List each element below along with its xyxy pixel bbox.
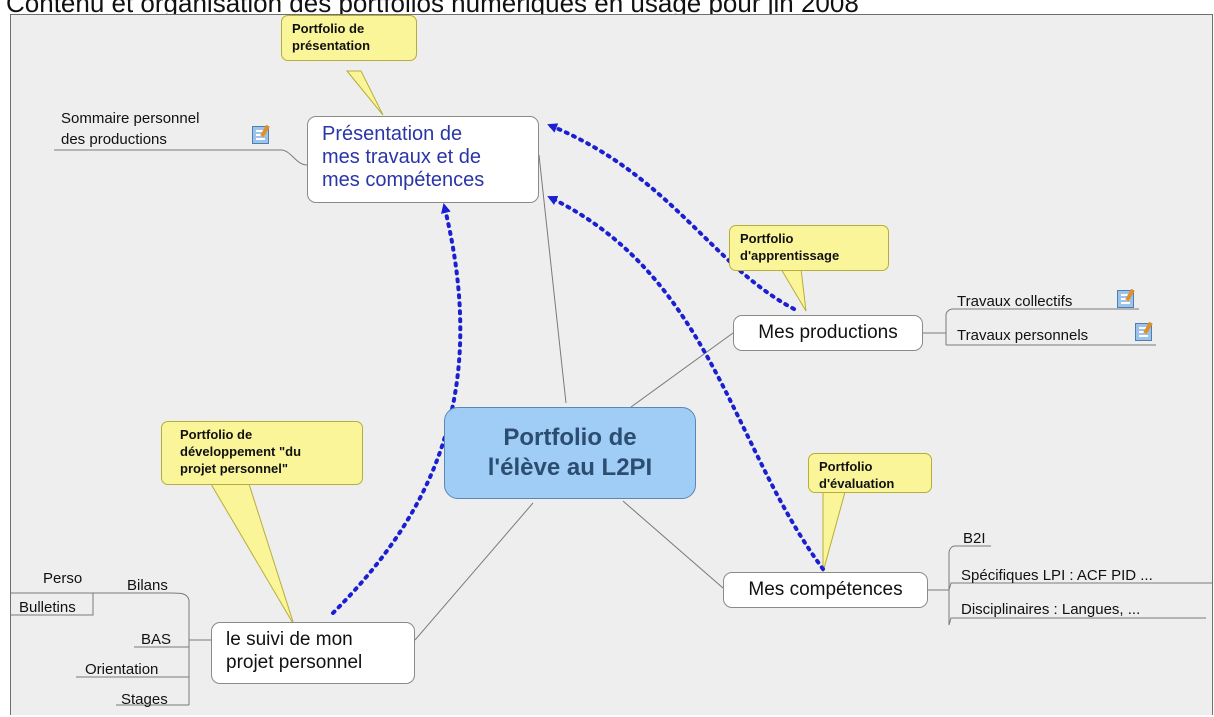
callout-portfolio-apprentissage: Portfolio d'apprentissage [729,225,889,271]
productions-label: Mes productions [758,322,898,343]
leaf-label: B2I [963,530,986,547]
bilans-leaf[interactable]: Bilans [127,577,168,594]
leaf-label: Disciplinaires : Langues, ... [961,601,1141,618]
dotted-arrow-suivi-to-presentation [331,203,463,615]
callout-portfolio-developpement: Portfolio de développement "du projet pe… [161,421,363,485]
competences-node[interactable]: Mes compétences [723,572,928,608]
connector-competences-children [928,545,1212,626]
connector-central-suivi [414,502,534,641]
leaf-label: Bulletins [19,599,76,616]
central-line: Portfolio de [503,424,637,451]
dotted-arrow-competences-to-presentation [547,195,825,571]
productions-node[interactable]: Mes productions [733,315,923,351]
mind-map-canvas: Portfolio de présentation Portfolio d'ap… [10,14,1213,715]
callout-pointer-developpement [210,483,295,626]
callout-line: développement "du [180,444,302,459]
central-topic[interactable]: Portfolio de l'élève au L2PI [444,407,696,499]
callout-line: d'apprentissage [740,248,840,263]
leaf-label: Travaux personnels [957,327,1089,344]
central-line: l'élève au L2PI [487,454,653,481]
leaf-label: Orientation [85,661,159,678]
leaf-label: Spécifiques LPI : ACF PID ... [961,567,1153,584]
suivi-node[interactable]: le suivi de mon projet personnel [211,622,415,684]
leaf-label: Perso [43,570,83,587]
callout-line: Portfolio [819,459,873,474]
presentation-line: mes compétences [322,169,485,191]
note-icon[interactable] [1135,323,1152,341]
connector-central-presentation [538,154,567,404]
disciplinaires-leaf[interactable]: Disciplinaires : Langues, ... [961,601,1140,618]
stages-leaf[interactable]: Stages [121,691,168,708]
dotted-arrow-productions-to-presentation [547,123,796,311]
travaux-personnels-leaf[interactable]: Travaux personnels [957,327,1088,344]
suivi-line: projet personnel [226,652,363,673]
specifiques-leaf[interactable]: Spécifiques LPI : ACF PID ... [961,567,1153,584]
bulletins-leaf[interactable]: Bulletins [19,599,76,616]
leaf-label: Bilans [127,577,168,594]
callout-line: Portfolio de [292,21,365,36]
presentation-node[interactable]: Présentation de mes travaux et de mes co… [307,116,539,203]
presentation-line: mes travaux et de [322,146,481,168]
connector-suivi-children [11,592,211,706]
connector-central-competences [622,500,724,589]
callout-line: présentation [292,38,371,53]
connector-central-productions [630,332,734,408]
sommaire-line: des productions [61,131,167,148]
leaf-label: BAS [141,631,172,648]
competences-label: Mes compétences [748,579,903,600]
suivi-line: le suivi de mon [226,629,353,650]
callout-pointer-evaluation [822,491,846,573]
connector-sommaire [54,149,308,166]
leaf-label: Travaux collectifs [957,293,1073,310]
callout-line: projet personnel" [180,461,289,476]
orientation-leaf[interactable]: Orientation [85,661,158,678]
connector-productions-children [923,308,1156,346]
callout-line: Portfolio de [180,427,253,442]
note-icon[interactable] [252,126,269,144]
callout-line: Portfolio [740,231,794,246]
callout-line: d'évaluation [819,476,895,491]
presentation-line: Présentation de [322,123,463,145]
perso-leaf[interactable]: Perso [43,570,82,587]
bas-leaf[interactable]: BAS [141,631,171,648]
page-caption: Contenu et organisation des portfolios n… [6,0,859,18]
callout-portfolio-evaluation: Portfolio d'évaluation [808,453,932,493]
leaf-label: Stages [121,691,168,708]
callout-pointer-presentation [345,70,384,116]
callout-portfolio-presentation: Portfolio de présentation [281,15,417,61]
b2i-leaf[interactable]: B2I [963,530,986,547]
travaux-collectifs-leaf[interactable]: Travaux collectifs [957,293,1072,310]
sommaire-line: Sommaire personnel [61,110,200,127]
sommaire-leaf[interactable]: Sommaire personnel des productions [61,108,199,150]
note-icon[interactable] [1117,290,1134,308]
connector-layer [11,70,1212,706]
